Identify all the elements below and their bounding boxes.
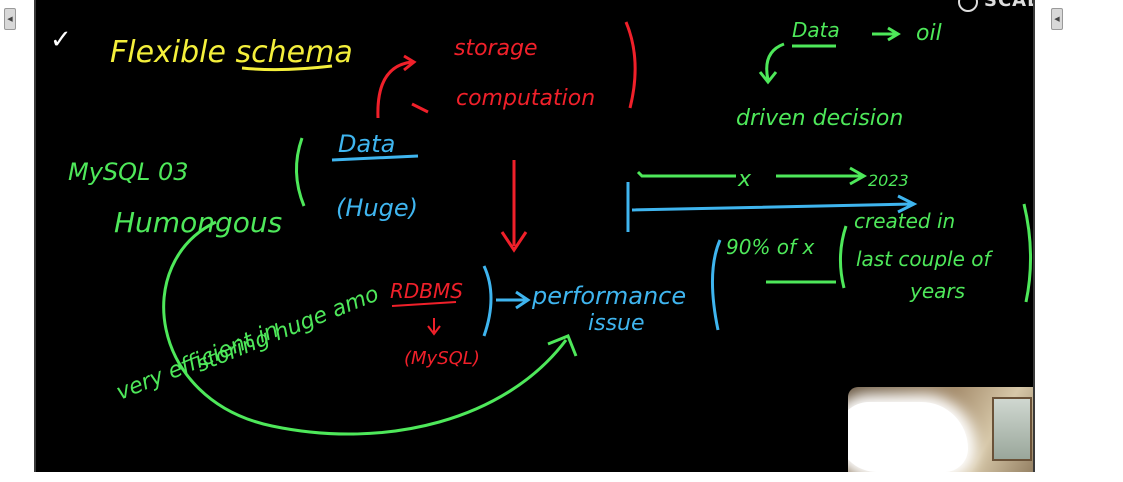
note-data-mid: Data (338, 130, 395, 158)
note-ninety-percent: 90% of x (726, 235, 814, 259)
timeline-blue-arrow (631, 194, 918, 214)
arrow-down-left (758, 42, 785, 85)
bracket-right-red (624, 21, 637, 109)
note-created-in: created in (854, 209, 955, 233)
whiteboard-canvas[interactable]: ✓ Flexible schema storage computation Da… (34, 0, 1035, 472)
arrow-to-oil (872, 26, 901, 42)
curved-arrow-green (162, 220, 568, 436)
arrow-left-icon: ◀ (1054, 15, 1060, 23)
note-performance: performance (531, 282, 686, 310)
right-gutter: ◀ (1035, 0, 1123, 472)
video-redaction-blur (848, 402, 968, 472)
note-x: x (737, 167, 752, 192)
tick-mark: ✓ (50, 25, 72, 55)
timeline-green-left (636, 170, 736, 178)
note-data-top: Data (792, 18, 840, 42)
left-gutter: ◀ (0, 0, 34, 472)
note-rdbms: RDBMS (390, 279, 463, 303)
next-page-button[interactable]: ◀ (1051, 8, 1063, 30)
note-issue: issue (588, 311, 645, 336)
instructor-video-thumbnail[interactable] (848, 387, 1033, 472)
bracket-performance (711, 239, 722, 331)
timeline-green-right (776, 166, 868, 186)
handwritten-notes: ✓ Flexible schema storage computation Da… (50, 18, 1032, 436)
bracket-humongous (294, 137, 306, 207)
note-year-2023: 2023 (868, 171, 909, 190)
logo-text: SCALER (984, 0, 1033, 11)
bracket-rdbms (482, 265, 493, 337)
note-oil: oil (916, 21, 942, 46)
arrow-down-red (500, 160, 528, 253)
prev-page-button[interactable]: ◀ (4, 8, 16, 30)
note-storage: storage (454, 36, 538, 61)
arrow-left-icon: ◀ (7, 15, 13, 23)
note-flexible-schema: Flexible schema (110, 35, 353, 70)
scaler-logo-icon (958, 0, 978, 12)
note-very-efficient-2: storing huge amo (193, 282, 383, 378)
note-years: years (909, 279, 965, 303)
note-mysql-2003: MySQL 03 (68, 158, 189, 186)
note-mysql-small: (MySQL) (404, 348, 480, 369)
note-driven-decision: driven decision (736, 106, 903, 131)
video-background-window (992, 397, 1032, 461)
curved-arrow-red (376, 60, 413, 119)
underline-schema (241, 64, 333, 72)
note-computation: computation (456, 86, 595, 111)
note-huge: (Huge) (336, 194, 418, 222)
bottom-strip (0, 472, 1123, 482)
note-last-couple: last couple of (856, 247, 993, 271)
